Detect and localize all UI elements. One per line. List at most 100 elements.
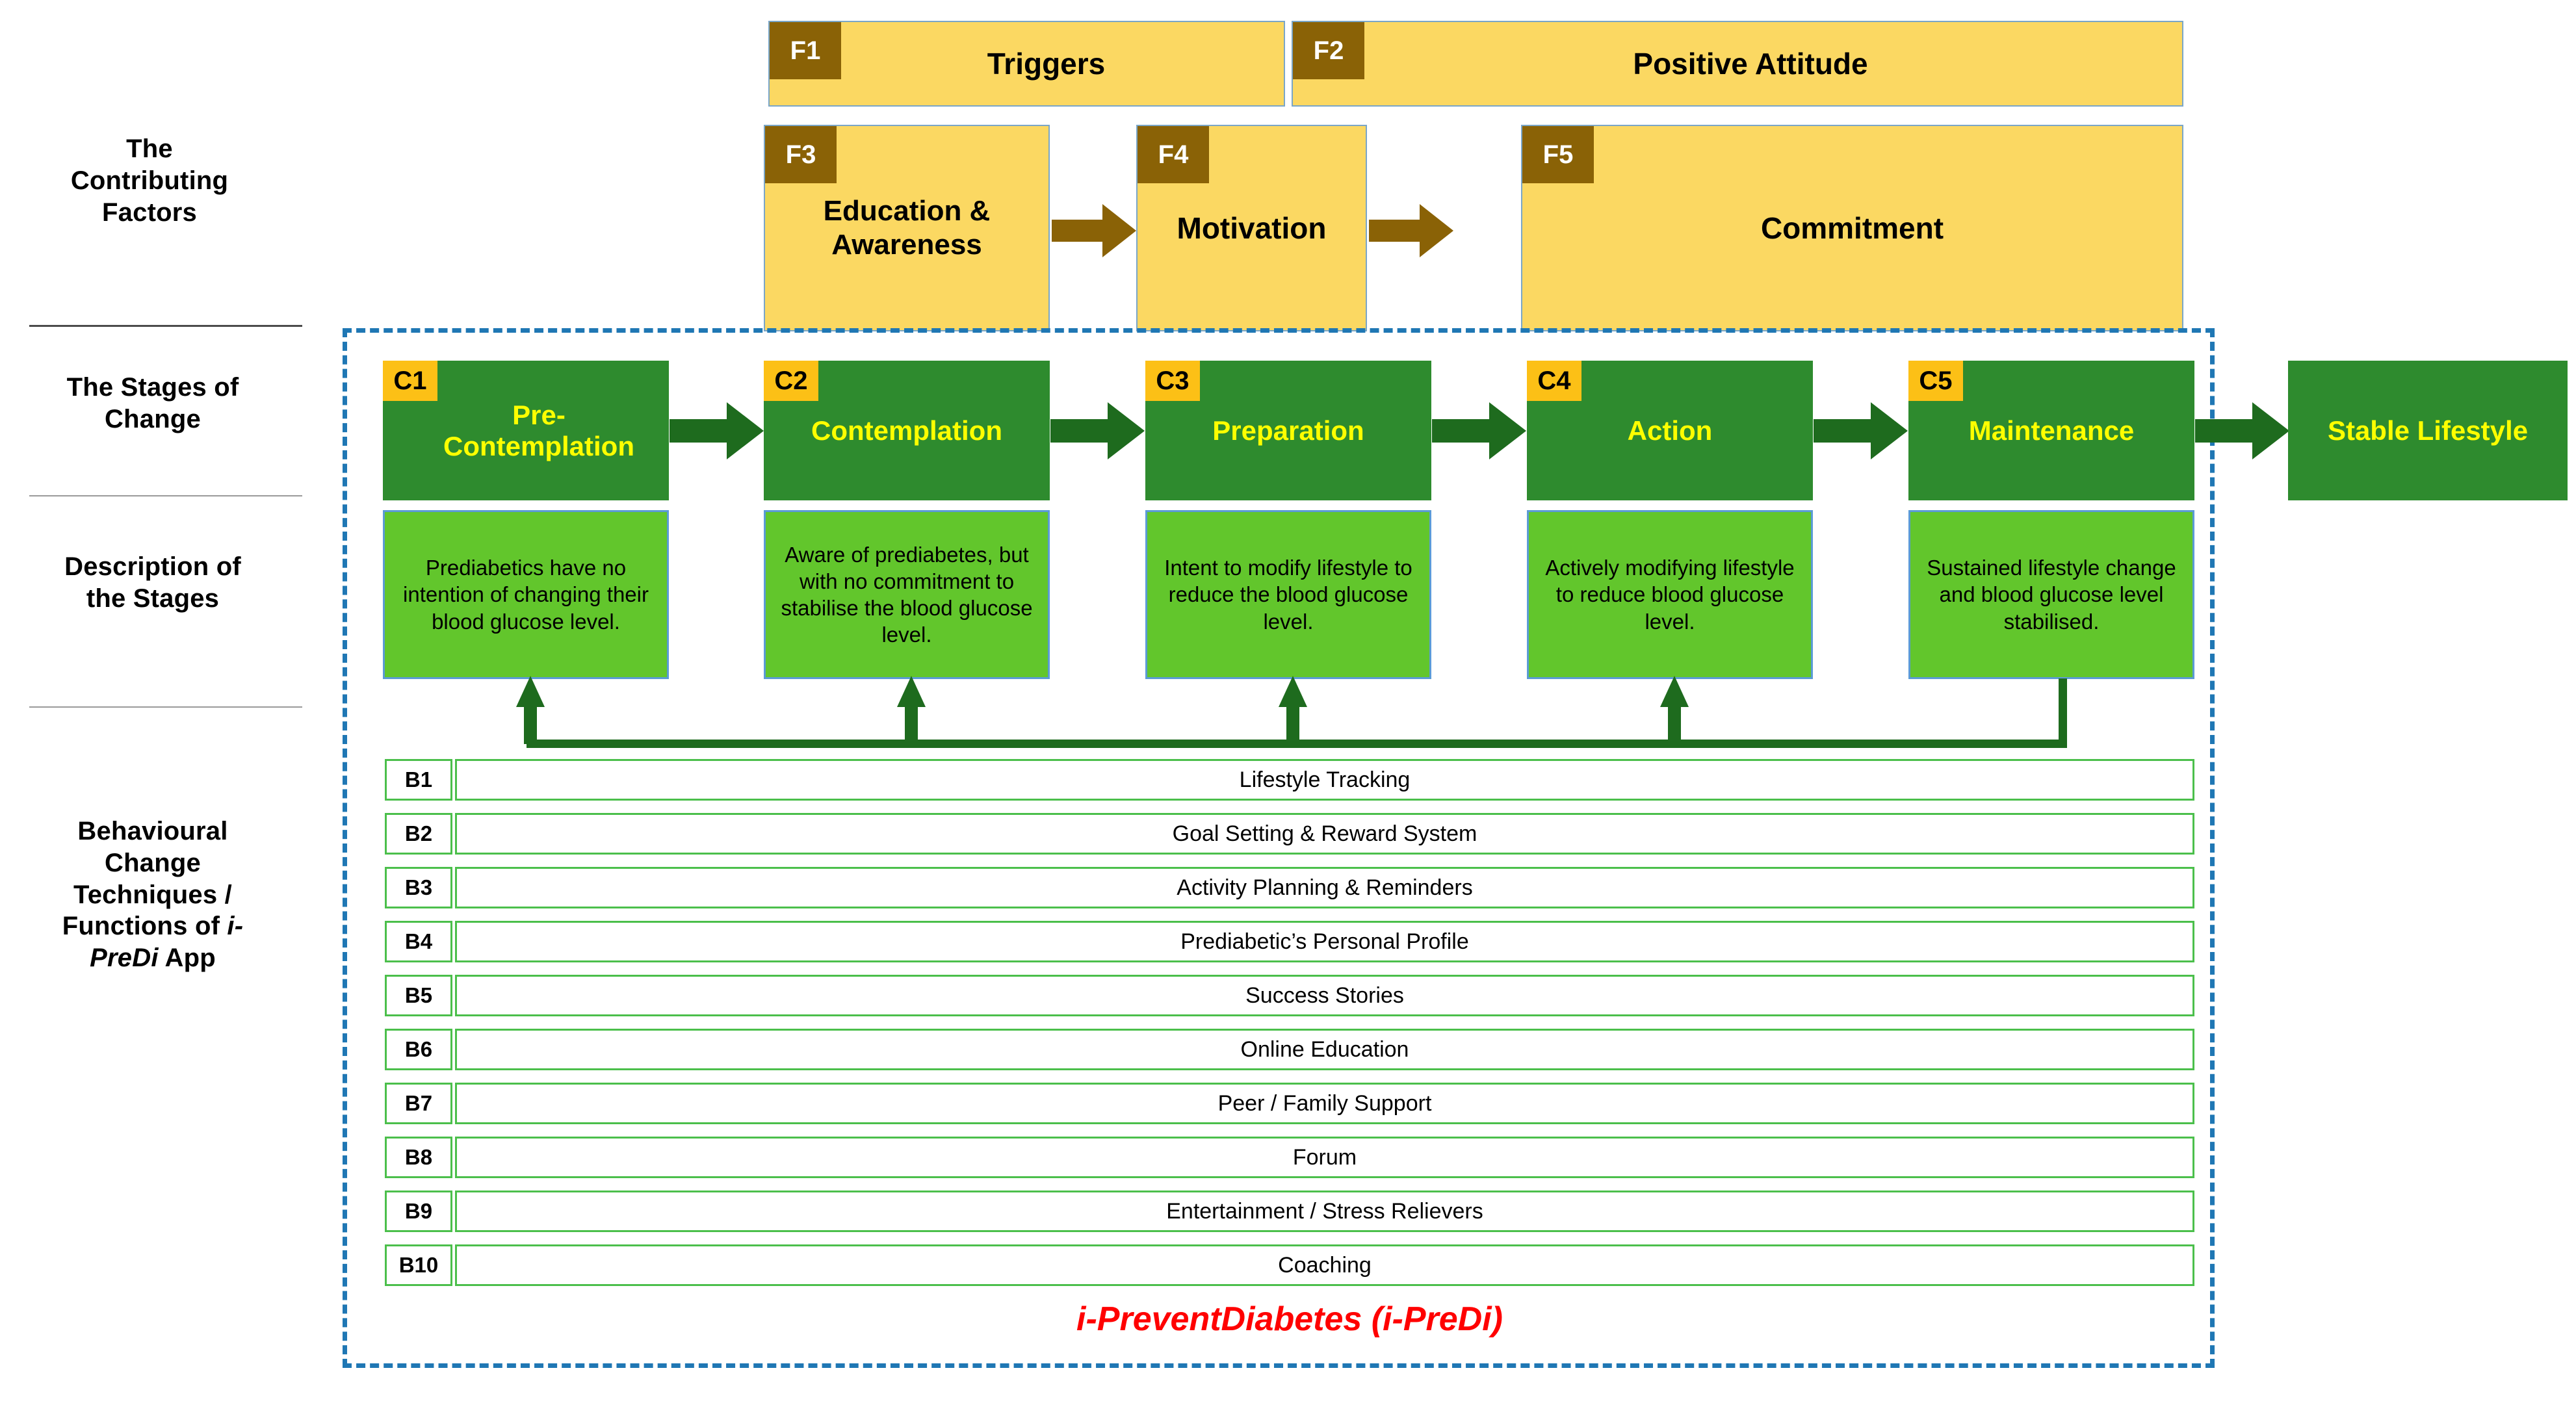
label-line: Functions of i- [62, 912, 244, 941]
stage-box-c2[interactable]: C2 Contemplation [764, 361, 1050, 500]
technique-tag-label: B8 [404, 1145, 433, 1169]
stage-box-c3[interactable]: C3 Preparation [1145, 361, 1431, 500]
stage-box-c5[interactable]: C5 Maintenance [1908, 361, 2194, 500]
outcome-box-stable-lifestyle[interactable]: Stable Lifestyle [2288, 361, 2568, 500]
technique-tag-b4: B4 [385, 921, 452, 962]
technique-tag-label: B6 [404, 1037, 433, 1061]
stage-tag-c2: C2 [764, 361, 818, 401]
technique-tag-label: B2 [404, 821, 433, 845]
factor-title-f3: Education & Awareness [824, 194, 991, 262]
factor-box-f3[interactable]: F3 Education & Awareness [764, 125, 1050, 331]
technique-tag-b9: B9 [385, 1191, 452, 1232]
technique-row-b6[interactable]: B6 Online Education [385, 1029, 2194, 1070]
factor-tag-f4: F4 [1138, 126, 1209, 183]
factor-title-f4: Motivation [1177, 211, 1327, 245]
factor-tag-f2: F2 [1293, 22, 1364, 79]
technique-label-b7: Peer / Family Support [455, 1083, 2194, 1124]
technique-row-b3[interactable]: B3 Activity Planning & Reminders [385, 867, 2194, 908]
stage-title-c5: Maintenance [1968, 415, 2135, 446]
factor-box-f4[interactable]: F4 Motivation [1136, 125, 1367, 331]
description-box-c3: Intent to modify lifestyle to reduce the… [1145, 510, 1431, 679]
divider-factors-stages [29, 325, 302, 327]
stage-tag-label: C1 [393, 366, 427, 395]
technique-tag-label: B1 [404, 767, 433, 792]
stage-title-c4: Action [1627, 415, 1713, 446]
technique-row-b10[interactable]: B10 Coaching [385, 1244, 2194, 1286]
label-line: Contributing [70, 166, 229, 195]
factor-tag-label: F5 [1542, 140, 1574, 169]
factor-title-f5: Commitment [1760, 211, 1944, 245]
factor-box-f1[interactable]: F1 Triggers [768, 21, 1285, 107]
factor-tag-f5: F5 [1522, 126, 1594, 183]
technique-row-b8[interactable]: B8 Forum [385, 1137, 2194, 1178]
label-line: PreDi App [90, 944, 216, 973]
description-text: Aware of prediabetes, but with no commit… [781, 542, 1033, 647]
stage-box-c1[interactable]: C1 Pre- Contemplation [383, 361, 669, 500]
description-text: Prediabetics have no intention of changi… [403, 556, 649, 634]
description-text: Actively modifying lifestyle to reduce b… [1545, 556, 1795, 634]
factor-title-f2: Positive Attitude [1633, 46, 1868, 81]
factor-tag-label: F3 [785, 140, 816, 169]
technique-row-b5[interactable]: B5 Success Stories [385, 975, 2194, 1016]
divider-description-techniques [29, 706, 302, 708]
technique-label-b8: Forum [455, 1137, 2194, 1178]
technique-row-b2[interactable]: B2 Goal Setting & Reward System [385, 813, 2194, 855]
technique-row-b4[interactable]: B4 Prediabetic’s Personal Profile [385, 921, 2194, 962]
description-text: Intent to modify lifestyle to reduce the… [1164, 556, 1412, 634]
row-label-stages-of-change: The Stages of Change [7, 372, 299, 435]
label-line: Techniques / [73, 880, 232, 909]
stage-tag-c5: C5 [1908, 361, 1963, 401]
stage-tag-c3: C3 [1145, 361, 1200, 401]
factor-title-line: Awareness [831, 229, 982, 261]
technique-row-b1[interactable]: B1 Lifestyle Tracking [385, 759, 2194, 801]
technique-label-b9: Entertainment / Stress Relievers [455, 1191, 2194, 1232]
stage-tag-c1: C1 [383, 361, 437, 401]
label-line: Description of [64, 552, 241, 581]
arrow-f4-to-f5 [1369, 204, 1453, 257]
technique-tag-b5: B5 [385, 975, 452, 1016]
technique-tag-b7: B7 [385, 1083, 452, 1124]
stage-box-c4[interactable]: C4 Action [1527, 361, 1813, 500]
factor-tag-f3: F3 [765, 126, 837, 183]
factor-tag-f1: F1 [770, 22, 841, 79]
description-box-c5: Sustained lifestyle change and blood glu… [1908, 510, 2194, 679]
factor-box-f5[interactable]: F5 Commitment [1521, 125, 2183, 331]
technique-tag-b1: B1 [385, 759, 452, 801]
row-label-description-of-stages: Description of the Stages [7, 551, 299, 615]
technique-tag-b6: B6 [385, 1029, 452, 1070]
technique-tag-b2: B2 [385, 813, 452, 855]
technique-row-b9[interactable]: B9 Entertainment / Stress Relievers [385, 1191, 2194, 1232]
label-line: Change [105, 848, 201, 877]
technique-row-b7[interactable]: B7 Peer / Family Support [385, 1083, 2194, 1124]
technique-label-b3: Activity Planning & Reminders [455, 867, 2194, 908]
arrow-c3-to-c4 [1432, 402, 1526, 459]
ipredi-app-container [343, 328, 2215, 1368]
stage-tag-label: C5 [1919, 366, 1953, 395]
arrow-c2-to-c3 [1050, 402, 1145, 459]
technique-tag-label: B3 [404, 875, 433, 899]
technique-label-b5: Success Stories [455, 975, 2194, 1016]
stage-tag-c4: C4 [1527, 361, 1581, 401]
outcome-title: Stable Lifestyle [2327, 415, 2529, 446]
factor-title-line: Education & [823, 195, 991, 227]
technique-tag-b10: B10 [385, 1244, 452, 1286]
description-box-c1: Prediabetics have no intention of changi… [383, 510, 669, 679]
divider-stages-description [29, 495, 302, 496]
stage-title-c2: Contemplation [811, 415, 1002, 446]
technique-label-b2: Goal Setting & Reward System [455, 813, 2194, 855]
stage-tag-label: C4 [1537, 366, 1571, 395]
description-text: Sustained lifestyle change and blood glu… [1927, 556, 2176, 634]
factor-title-f1: Triggers [987, 46, 1106, 81]
app-name-label: i-PreventDiabetes (i-PreDi) [1076, 1300, 1503, 1338]
arrow-c5-to-outcome [2195, 402, 2289, 459]
label-line: The [126, 135, 173, 163]
label-line: Behavioural [77, 817, 228, 845]
description-box-c2: Aware of prediabetes, but with no commit… [764, 510, 1050, 679]
stage-tag-label: C3 [1156, 366, 1190, 395]
factor-box-f2[interactable]: F2 Positive Attitude [1292, 21, 2183, 107]
technique-tag-label: B4 [404, 929, 433, 953]
label-line: The Stages of [66, 373, 239, 402]
technique-tag-b8: B8 [385, 1137, 452, 1178]
technique-tag-label: B10 [398, 1253, 439, 1277]
row-label-behavioural-change-techniques: Behavioural Change Techniques / Function… [7, 816, 299, 974]
